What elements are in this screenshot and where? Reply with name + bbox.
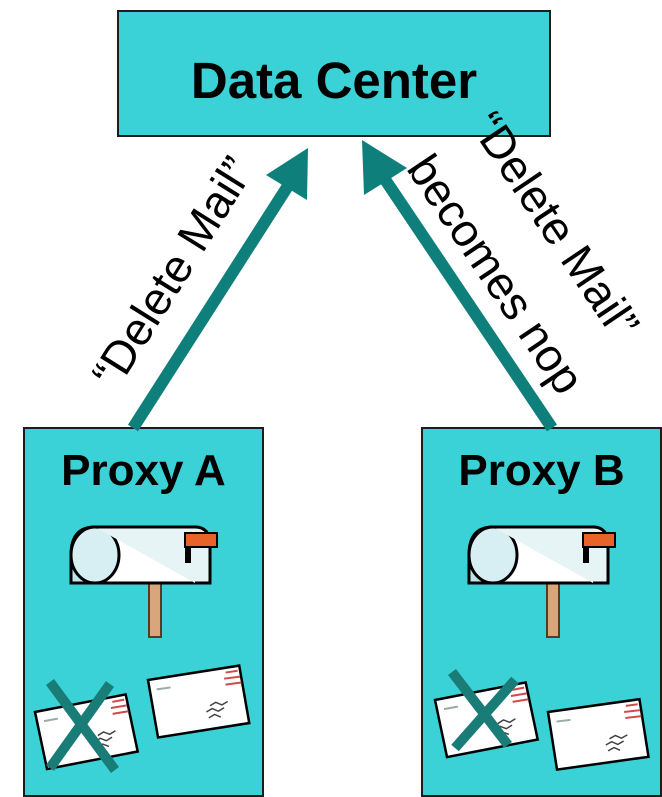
mailbox-icon <box>467 525 617 639</box>
arrow-a <box>127 148 308 432</box>
arrow-b <box>362 140 557 432</box>
proxy-a-label: Proxy A <box>61 446 226 495</box>
mailbox-icon <box>69 525 219 639</box>
data-center-label: Data Center <box>190 52 478 109</box>
letter-icon <box>546 697 651 772</box>
proxy-b-label: Proxy B <box>458 446 625 495</box>
letter-icon <box>146 663 252 740</box>
cross-icon <box>45 679 120 773</box>
data-center-box: Data Center <box>117 10 551 137</box>
cross-icon <box>448 668 519 752</box>
